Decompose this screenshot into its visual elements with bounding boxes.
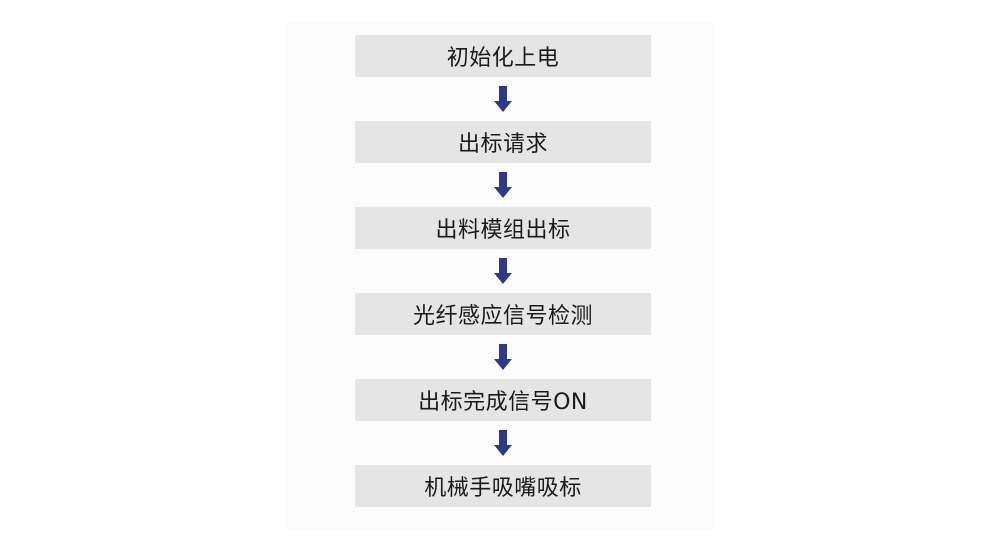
down-arrow-icon — [355, 335, 651, 379]
flow-step-label-request: 出标请求 — [355, 121, 651, 163]
flow-step-robot-nozzle-pick: 机械手吸嘴吸标 — [355, 465, 651, 507]
flow-step-fiber-sensor-check: 光纤感应信号检测 — [355, 293, 651, 335]
flowchart: 初始化上电 出标请求 出料模组出标 光纤感应信号检测 出标完成信号ON 机械手吸… — [355, 35, 651, 507]
flow-step-feeder-output: 出料模组出标 — [355, 207, 651, 249]
down-arrow-icon — [355, 421, 651, 465]
down-arrow-icon — [355, 163, 651, 207]
down-arrow-icon — [355, 77, 651, 121]
flow-step-output-done-signal: 出标完成信号ON — [355, 379, 651, 421]
flow-step-power-on: 初始化上电 — [355, 35, 651, 77]
down-arrow-icon — [355, 249, 651, 293]
